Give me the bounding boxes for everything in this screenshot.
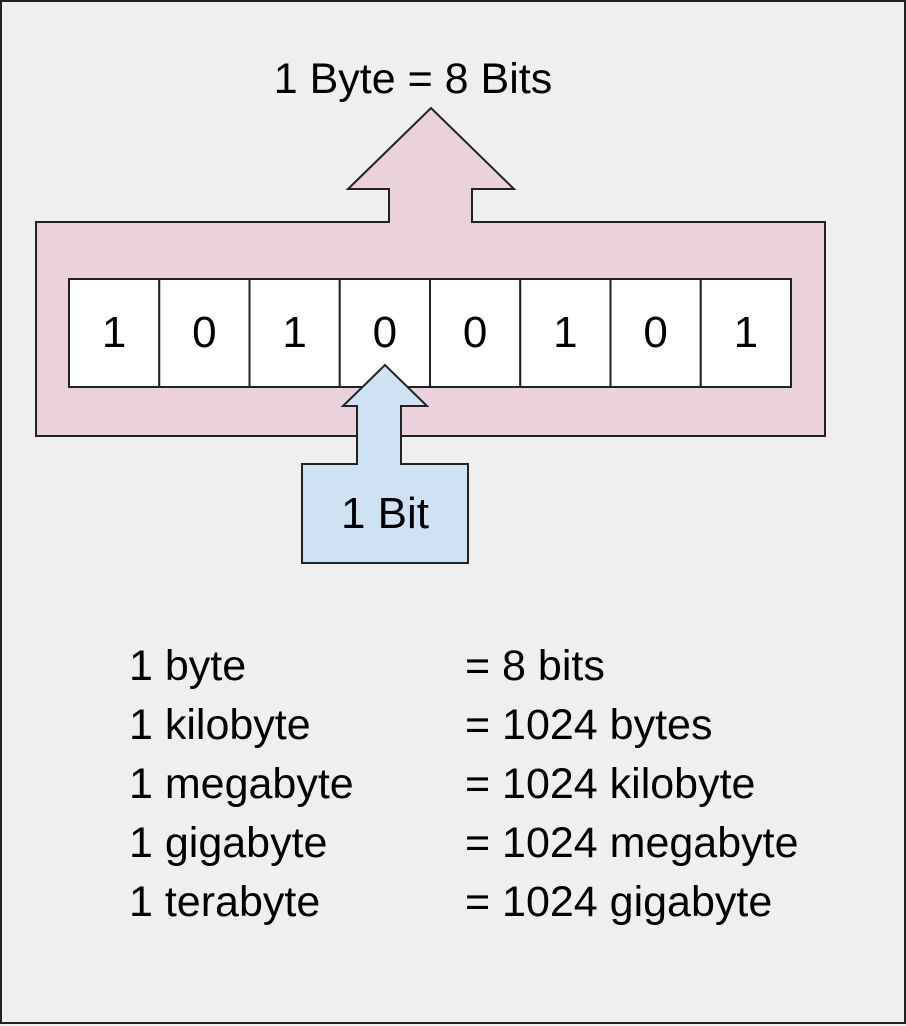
bit-digit: 0 [643, 308, 668, 357]
bit-digit: 1 [733, 308, 759, 357]
bit-cell [158, 278, 251, 388]
bit-pointer-arrow [301, 363, 469, 564]
bit-digit: 1 [553, 308, 578, 357]
bit-digit: 1 [101, 308, 127, 357]
bit-cell [609, 278, 702, 388]
conversion-unit: 1 terabyte [129, 878, 321, 926]
conversion-unit: 1 megabyte [129, 760, 354, 808]
conversion-unit: 1 byte [129, 642, 247, 690]
bit-digit: 0 [192, 308, 217, 357]
byte-title: 1 Byte = 8 Bits [273, 55, 553, 103]
conversion-unit: 1 kilobyte [129, 701, 311, 749]
bit-digit: 0 [462, 308, 488, 357]
bit-cell [519, 278, 612, 388]
conversion-value: = 1024 kilobyte [465, 760, 756, 808]
bit-cells [68, 278, 792, 388]
bit-cell [248, 278, 341, 388]
conversion-value: = 1024 bytes [465, 701, 713, 749]
conversion-value: = 1024 gigabyte [465, 878, 773, 926]
conversion-value: = 8 bits [465, 642, 605, 690]
bit-cell [699, 278, 792, 388]
bit-digit: 0 [372, 308, 398, 357]
bit-cell [68, 278, 161, 388]
conversion-value: = 1024 megabyte [465, 819, 799, 867]
conversion-unit: 1 gigabyte [129, 819, 328, 867]
bit-label: 1 Bit [340, 489, 430, 538]
bit-digit: 1 [282, 308, 307, 357]
